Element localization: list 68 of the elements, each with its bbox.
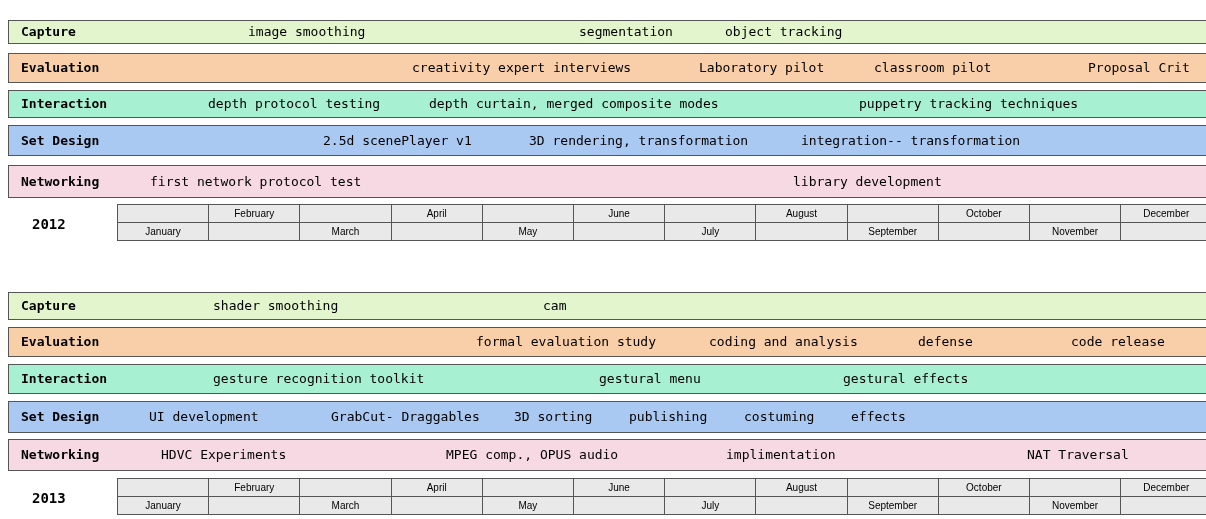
- task-label: gestural effects: [843, 370, 969, 389]
- timeline-band: [8, 327, 1206, 357]
- task-label: NAT Traversal: [1027, 446, 1129, 465]
- task-label: Laboratory pilot: [699, 59, 825, 78]
- task-label: HDVC Experiments: [161, 446, 287, 465]
- track-title: Interaction: [21, 95, 108, 114]
- track-title: Capture: [21, 23, 76, 42]
- timeline-band: [8, 90, 1206, 118]
- task-label: gesture recognition toolkit: [213, 370, 425, 389]
- month-cell: May: [481, 496, 574, 515]
- timeline-band: [8, 20, 1206, 44]
- task-label: MPEG comp., OPUS audio: [446, 446, 619, 465]
- task-label: code release: [1071, 333, 1165, 352]
- task-label: depth protocol testing: [208, 95, 381, 114]
- track-title: Networking: [21, 446, 100, 465]
- task-label: puppetry tracking techniques: [859, 95, 1079, 114]
- task-label: costuming: [744, 408, 815, 427]
- track-title: Evaluation: [21, 333, 100, 352]
- task-label: first network protocol test: [150, 172, 362, 191]
- track-title: Networking: [21, 172, 100, 191]
- track-title: Interaction: [21, 370, 108, 389]
- task-label: object tracking: [725, 23, 843, 42]
- task-label: 3D rendering, transformation: [529, 131, 749, 150]
- month-cell: September: [846, 496, 939, 515]
- timeline-band: [8, 401, 1206, 433]
- month-cell: May: [481, 222, 574, 241]
- timeline-band: [8, 53, 1206, 83]
- task-label: implimentation: [726, 446, 836, 465]
- task-label: cam: [543, 297, 567, 316]
- timeline-band: [8, 364, 1206, 394]
- timeline-band: [8, 439, 1206, 471]
- task-label: creativity expert interviews: [412, 59, 632, 78]
- track-title: Evaluation: [21, 59, 100, 78]
- month-cell: January: [117, 222, 210, 241]
- month-cell: July: [664, 222, 757, 241]
- task-label: formal evaluation study: [476, 333, 656, 352]
- task-label: effects: [851, 408, 906, 427]
- month-cell: November: [1029, 222, 1122, 241]
- track-title: Set Design: [21, 131, 100, 150]
- task-label: library development: [793, 172, 942, 191]
- task-label: depth curtain, merged composite modes: [429, 95, 719, 114]
- timeline-band: [8, 165, 1206, 198]
- month-cell: September: [846, 222, 939, 241]
- task-label: GrabCut- Draggables: [331, 408, 480, 427]
- task-label: classroom pilot: [874, 59, 992, 78]
- timeline-band: [8, 292, 1206, 320]
- task-label: coding and analysis: [709, 333, 858, 352]
- task-label: gestural menu: [599, 370, 701, 389]
- month-cell: March: [299, 496, 392, 515]
- timeline-band: [8, 125, 1206, 156]
- month-cell: January: [117, 496, 210, 515]
- task-label: 2.5d scenePlayer v1: [323, 131, 472, 150]
- task-label: publishing: [629, 408, 708, 427]
- task-label: segmentation: [579, 23, 673, 42]
- task-label: UI development: [149, 408, 259, 427]
- task-label: integration-- transformation: [801, 131, 1021, 150]
- track-title: Capture: [21, 297, 76, 316]
- track-title: Set Design: [21, 408, 100, 427]
- task-label: defense: [918, 333, 973, 352]
- year-label: 2013: [32, 489, 66, 508]
- task-label: Proposal Crit: [1088, 59, 1190, 78]
- month-cell: November: [1029, 496, 1122, 515]
- month-cell: July: [664, 496, 757, 515]
- task-label: image smoothing: [248, 23, 366, 42]
- year-label: 2012: [32, 215, 66, 234]
- task-label: shader smoothing: [213, 297, 339, 316]
- task-label: 3D sorting: [514, 408, 593, 427]
- month-cell: March: [299, 222, 392, 241]
